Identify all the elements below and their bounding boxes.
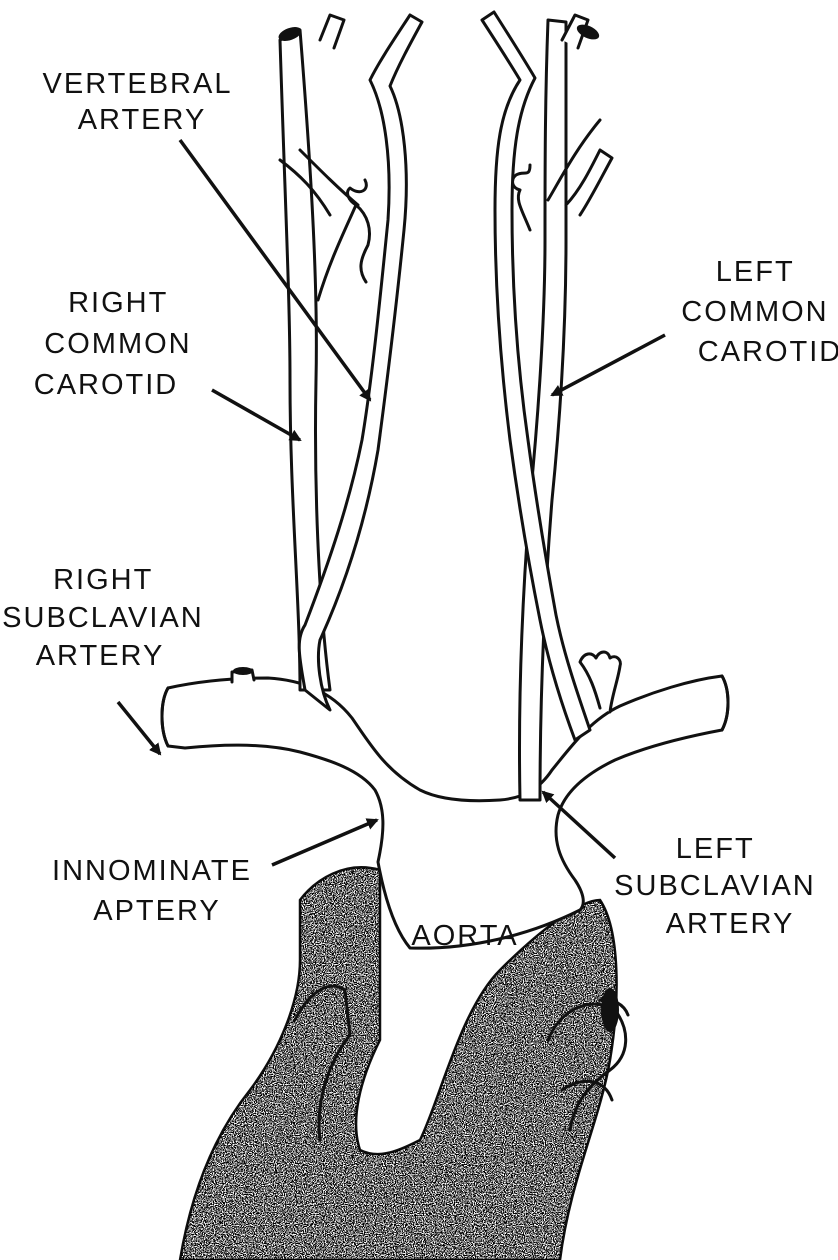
arrow-innominate [272, 820, 377, 865]
label-aorta: AORTA [411, 920, 518, 952]
label-right-subclavian-artery: RIGHT SUBCLAVIAN ARTERY [2, 564, 214, 672]
label-right-common-carotid: RIGHT COMMON CAROTID [34, 287, 202, 401]
arrow-right-subclavian [118, 702, 160, 754]
label-left-subclavian-artery: LEFT SUBCLAVIAN ARTERY [614, 833, 826, 940]
arrow-left-common-carotid [552, 335, 665, 395]
label-vertebral-artery: VERTEBRAL ARTERY [43, 68, 242, 136]
label-innominate-artery: INNOMINATE APTERY [52, 855, 262, 927]
arrow-right-common-carotid [212, 390, 300, 440]
aorta-vessel [162, 676, 728, 948]
arrow-vertebral [180, 140, 370, 400]
label-left-common-carotid: LEFT COMMON CAROTID [681, 256, 838, 368]
